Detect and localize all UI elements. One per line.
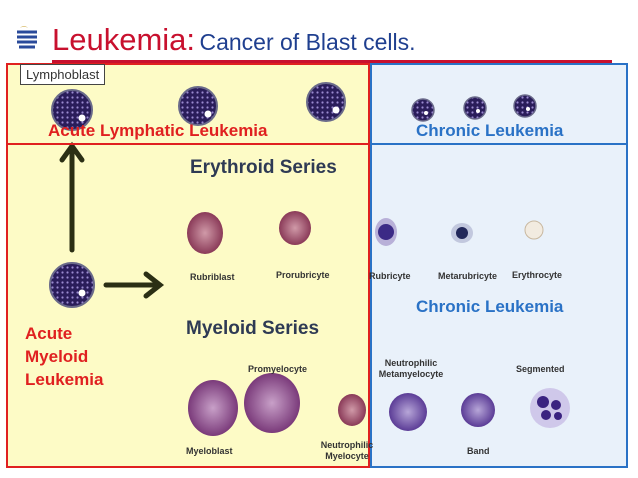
lymphoblast-label: Lymphoblast	[20, 64, 106, 85]
erythroid-series-heading: Erythroid Series	[190, 157, 337, 178]
caption-rubriblast: Rubriblast	[190, 272, 235, 282]
chronic-leukemia-top-label: Chronic Leukemia	[416, 121, 564, 140]
small-lymphoblast-cell	[411, 94, 537, 122]
caption-neutrophilic-myelocyte: Neutrophilic Myelocyte	[320, 440, 374, 461]
acute-lymphatic-label: Acute Lymphatic Leukemia	[48, 121, 268, 140]
myeloid-series-heading: Myeloid Series	[186, 318, 320, 339]
caption-metarubricyte: Metarubricyte	[438, 271, 498, 281]
chronic-leukemia-mid-label: Chronic Leukemia	[416, 297, 564, 316]
caption-prorubricyte: Prorubricyte	[276, 270, 330, 280]
caption-myeloblast: Myeloblast	[186, 446, 233, 456]
acute-myeloid-frame	[6, 143, 370, 468]
caption-segmented: Segmented	[516, 364, 565, 374]
erythroid-cell-images	[187, 211, 544, 254]
myeloid-cell-images	[188, 373, 570, 436]
arrow-up-icon	[59, 141, 85, 253]
title-sub: Cancer of Blast cells.	[199, 29, 416, 55]
caption-band: Band	[467, 446, 490, 456]
title-underline	[52, 60, 612, 63]
caption-rubricyte: Rubricyte	[369, 271, 411, 281]
caption-promyelocyte: Promyelocyte	[248, 364, 308, 374]
university-logo-icon	[17, 26, 37, 49]
title-main: Leukemia:	[52, 22, 196, 57]
arrow-right-icon	[103, 271, 165, 299]
chronic-lower-frame	[370, 143, 628, 468]
acute-myeloid-label: Acute Myeloid Leukemia	[25, 324, 104, 389]
slide-title: Leukemia: Cancer of Blast cells.	[52, 22, 416, 58]
caption-erythrocyte: Erythrocyte	[512, 270, 563, 280]
caption-neutrophilic-metamyelocyte: Neutrophilic Metamyelocyte	[378, 358, 444, 379]
